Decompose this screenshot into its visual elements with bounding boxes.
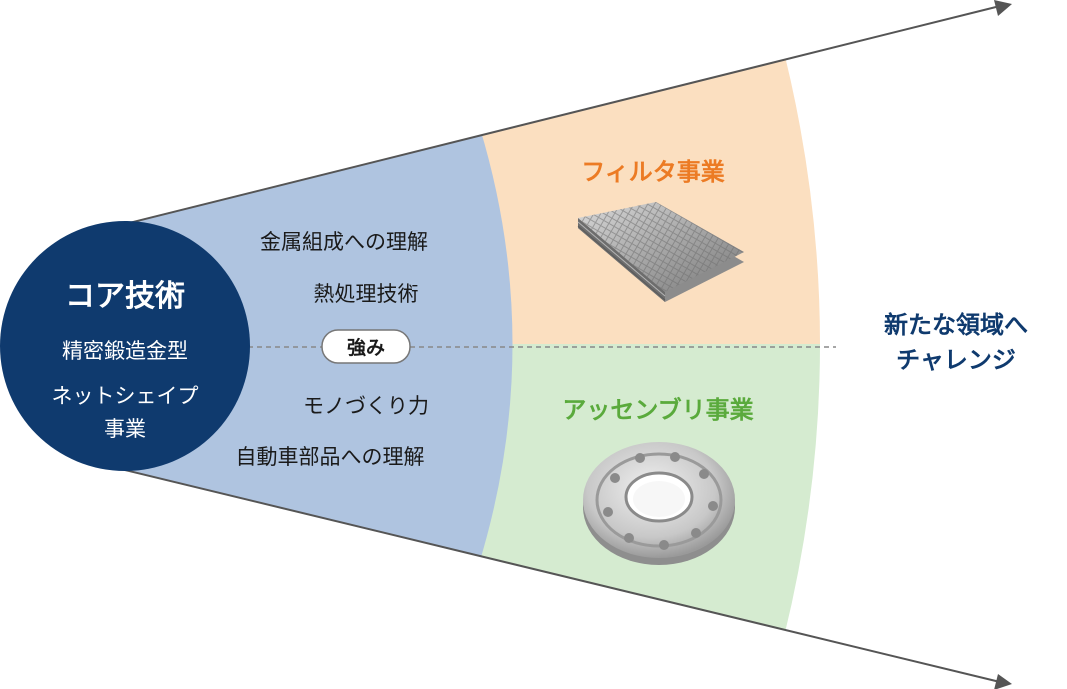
- strength-item: 熱処理技術: [314, 282, 419, 306]
- core-line-1: 精密鍛造金型: [62, 339, 188, 363]
- strength-badge-label: 強み: [347, 337, 385, 359]
- challenge-line-1: 新たな領域へ: [884, 311, 1028, 339]
- assembly-business-title: アッセンブリ事業: [562, 396, 753, 424]
- challenge-line-2: チャレンジ: [896, 346, 1016, 374]
- core-line-2: ネットシェイプ: [52, 384, 199, 408]
- strength-item: モノづくり力: [303, 394, 429, 418]
- strength-item: 金属組成への理解: [260, 230, 428, 254]
- core-line-3: 事業: [104, 417, 146, 441]
- strength-item: 自動車部品への理解: [236, 445, 425, 469]
- core-title: コア技術: [65, 279, 185, 314]
- metal-ring-assembly-image: [583, 442, 735, 565]
- filter-business-title: フィルタ事業: [581, 158, 725, 186]
